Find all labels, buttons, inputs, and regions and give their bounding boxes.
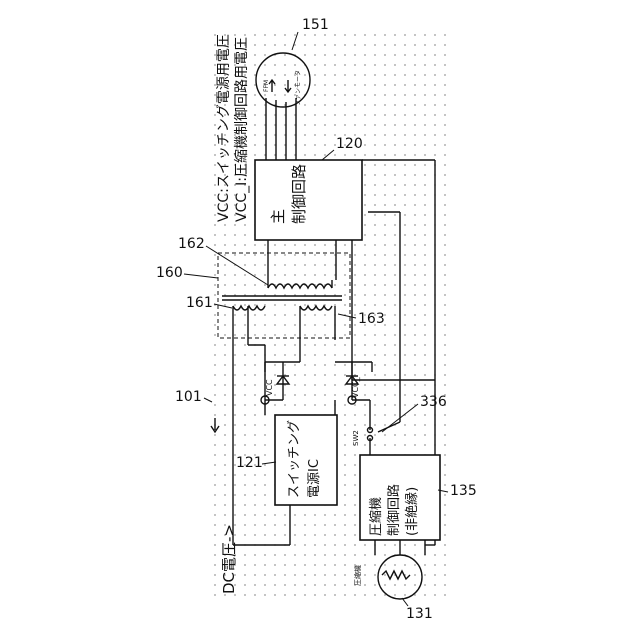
ref-161: 161: [186, 295, 213, 311]
legend-vcc-i: VCC_I:圧縮機制御回路用電圧: [234, 37, 250, 222]
compressor-ctrl-line1: 圧縮機: [368, 497, 384, 536]
compressor-ctrl-line3: (非絶縁): [404, 487, 420, 536]
main-control-circuit-box: [255, 160, 362, 240]
ref-131: 131: [406, 606, 433, 622]
main-circuit-line2: 制御回路: [290, 164, 308, 224]
node-vcc-label: VCC: [265, 379, 274, 396]
switch-label: SW2: [352, 430, 360, 446]
compressor-ctrl-line2: 制御回路: [386, 484, 402, 536]
compressor-label: 圧縮機: [353, 565, 362, 586]
dc-input-label: DC電圧->: [220, 524, 238, 594]
legend-vcc: VCC:スイッチング電源用電圧: [216, 34, 232, 222]
switching-ic-box: [275, 415, 337, 505]
switching-ic-line2: 電源IC: [307, 459, 322, 498]
node-vcc-i-label: VCC_I: [351, 375, 360, 398]
main-circuit-line1: 主: [269, 209, 287, 224]
fan-motor-name: ファンモータ: [294, 70, 302, 106]
ref-151: 151: [302, 17, 329, 33]
ref-160: 160: [156, 265, 183, 281]
ref-163: 163: [358, 311, 385, 327]
fan-motor-code: FFM: [263, 80, 270, 92]
ref-121: 121: [236, 455, 263, 471]
ref-135: 135: [450, 483, 477, 499]
ref-162: 162: [178, 236, 205, 252]
switching-ic-line1: スイッチング: [287, 420, 302, 498]
ref-101: 101: [175, 389, 202, 405]
ref-120: 120: [336, 136, 363, 152]
ref-336: 336: [420, 394, 447, 410]
